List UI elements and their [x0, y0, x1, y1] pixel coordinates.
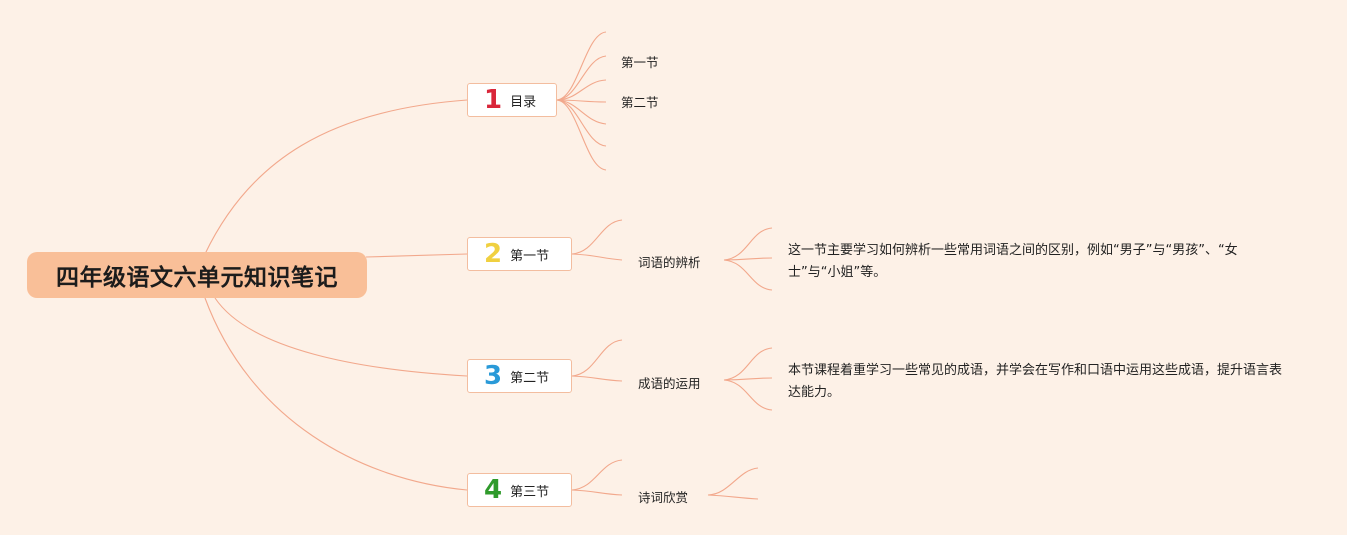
branch-1-label: 目录 — [510, 94, 537, 110]
connector-fan-3 — [723, 227, 773, 261]
connector-fan-6 — [571, 489, 623, 496]
subtopic-1-2[interactable]: 第二节 — [621, 95, 659, 110]
branch-2-node[interactable]: 2 第一节 — [467, 237, 572, 271]
connector-fan-7 — [707, 467, 759, 496]
connector-root-branch-2 — [365, 253, 468, 258]
connector-fan-4 — [571, 375, 623, 382]
connector-fan-7 — [707, 494, 759, 500]
connector-fan-2 — [571, 219, 623, 255]
subtopic-3-1-description: 本节课程着重学习一些常见的成语，并学会在写作和口语中运用这些成语，提升语言表达能… — [788, 363, 1283, 400]
connector-root-branch-1 — [204, 99, 468, 255]
connector-fan-5 — [723, 379, 773, 411]
number-4-icon: 4 — [484, 475, 503, 505]
connector-root-branch-4 — [204, 297, 468, 491]
subtopic-3-1[interactable]: 成语的运用 — [638, 376, 701, 391]
number-3-icon: 3 — [484, 361, 503, 391]
connector-fan-1 — [556, 79, 607, 101]
connector-fan-1 — [556, 99, 607, 147]
connector-fan-3 — [723, 257, 773, 261]
connector-fan-6 — [571, 459, 623, 491]
branch-4-node[interactable]: 4 第三节 — [467, 473, 572, 507]
branch-3-label: 第二节 — [510, 370, 550, 386]
branch-4-label: 第三节 — [510, 484, 550, 500]
connector-fan-1 — [556, 55, 607, 101]
connector-fan-3 — [723, 259, 773, 291]
subtopic-2-1[interactable]: 词语的辨析 — [638, 255, 701, 270]
connector-fan-2 — [571, 253, 623, 261]
connector-fan-1 — [556, 31, 607, 101]
number-2-icon: 2 — [484, 239, 503, 269]
subtopic-1-1[interactable]: 第一节 — [621, 55, 659, 70]
connector-fan-5 — [723, 377, 773, 381]
connector-root-branch-3 — [214, 297, 468, 377]
connector-fan-1 — [556, 99, 607, 103]
connector-fan-1 — [556, 99, 607, 171]
subtopic-4-1[interactable]: 诗词欣赏 — [638, 490, 689, 505]
branch-1-node[interactable]: 1 目录 — [467, 83, 557, 117]
branch-3-node[interactable]: 3 第二节 — [467, 359, 572, 393]
connector-fan-5 — [723, 347, 773, 381]
central-topic[interactable]: 四年级语文六单元知识笔记 — [27, 252, 367, 298]
connector-fan-4 — [571, 339, 623, 377]
number-1-icon: 1 — [484, 85, 503, 115]
branch-2-label: 第一节 — [510, 248, 550, 264]
subtopic-2-1-description: 这一节主要学习如何辨析一些常用词语之间的区别，例如“男子”与“男孩”、“女士”与… — [788, 243, 1238, 280]
